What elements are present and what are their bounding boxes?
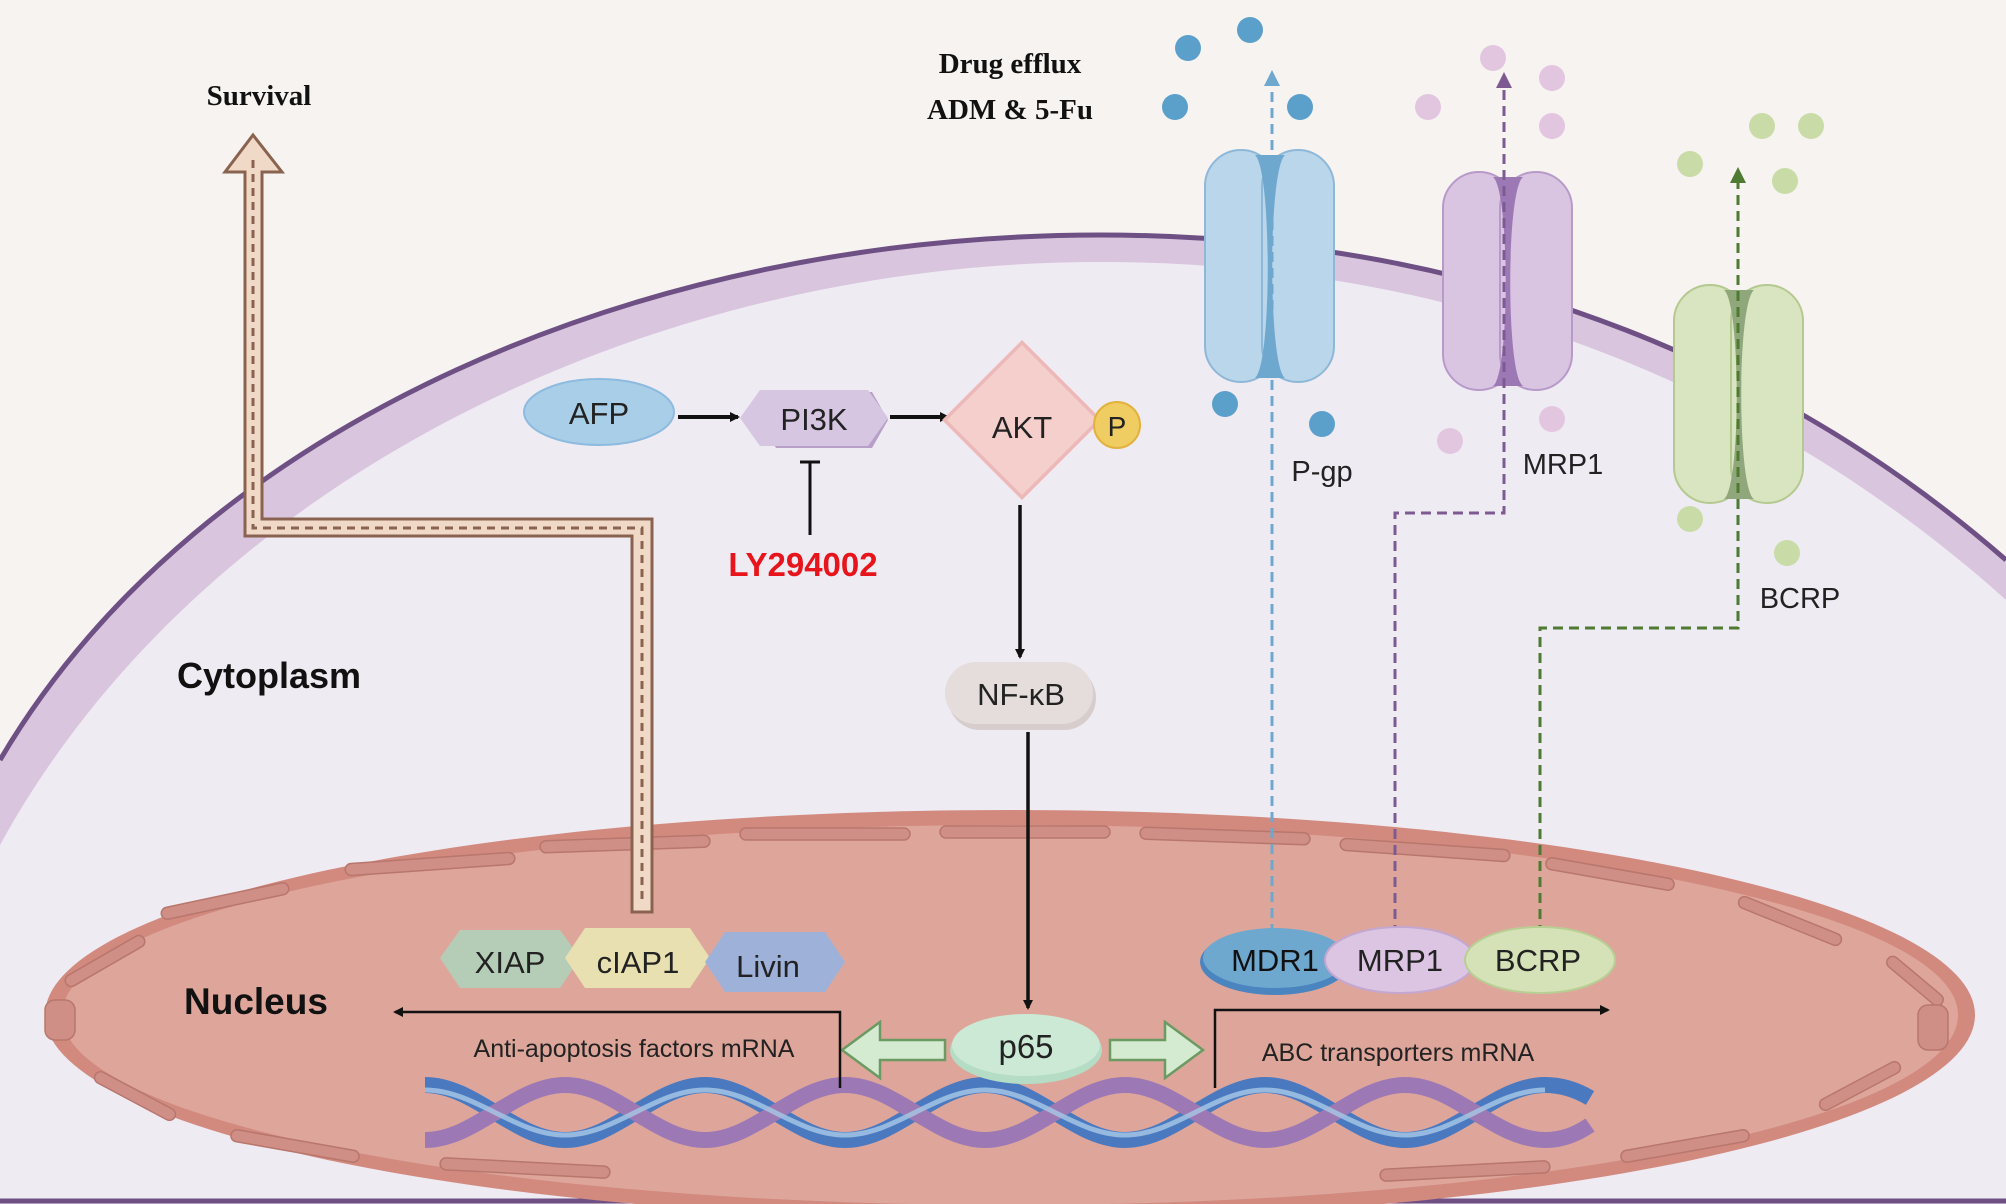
nuclear-pores: [44, 825, 1949, 1182]
p65-label: p65: [998, 1028, 1053, 1065]
bcrp-gene-label: BCRP: [1495, 943, 1581, 978]
bcrp-gene-node: [1464, 926, 1616, 994]
mdr1-node: [1200, 928, 1350, 995]
phospho-label: P: [1108, 411, 1127, 442]
mrp1-gene-label: MRP1: [1357, 943, 1443, 978]
pgp-label: P-gp: [1291, 456, 1352, 488]
afp-node: [523, 378, 675, 446]
mrp1-efflux-arrow: [1393, 72, 1512, 935]
dna-helix: [424, 1076, 1595, 1149]
anti-apoptosis-transcription-arrow: [393, 1007, 842, 1088]
pi3k-label: PI3K: [780, 402, 848, 437]
pgp-transporter: [1204, 149, 1335, 383]
ciap1-label: cIAP1: [597, 945, 680, 980]
xiap-label: XIAP: [475, 945, 546, 980]
survival-arrow: [221, 132, 654, 914]
akt-node: [942, 340, 1102, 500]
drug-names-label: ADM & 5-Fu: [927, 94, 1093, 126]
xiap-node: [440, 930, 580, 988]
mdr1-label: MDR1: [1231, 943, 1319, 978]
cytoplasm-label: Cytoplasm: [177, 655, 361, 696]
afp-label: AFP: [569, 396, 629, 431]
livin-node: [705, 932, 845, 992]
drug-efflux-label: Drug efflux: [939, 48, 1082, 80]
ciap1-node: [565, 928, 710, 988]
mrp1-transporter: [1442, 171, 1573, 391]
anti-apoptosis-mrna-label: Anti-apoptosis factors mRNA: [474, 1035, 795, 1063]
left-hollow-arrow: [839, 1019, 947, 1081]
nfkb-node: [945, 662, 1096, 730]
abc-mrna-label: ABC transporters mRNA: [1262, 1039, 1535, 1067]
p65-node: [950, 1014, 1102, 1084]
akt-label: AKT: [992, 410, 1052, 445]
drug-particles: [1162, 17, 1824, 566]
pi3k-node: [740, 390, 888, 448]
right-hollow-arrow: [1108, 1019, 1206, 1081]
nfkb-label: NF-κB: [977, 677, 1065, 712]
mrp1-label: MRP1: [1523, 449, 1604, 481]
survival-label: Survival: [207, 80, 312, 112]
livin-label: Livin: [736, 949, 800, 984]
bcrp-efflux-arrow: [1538, 167, 1746, 935]
bcrp-label: BCRP: [1760, 583, 1841, 615]
nucleus: [44, 810, 1975, 1204]
inhibitor-label: LY294002: [728, 546, 877, 583]
phospho-badge: [1093, 401, 1141, 449]
pi3k-inhibition: [800, 460, 820, 535]
nucleus-label: Nucleus: [184, 981, 328, 1022]
abc-transcription-arrow: [1213, 1005, 1610, 1088]
